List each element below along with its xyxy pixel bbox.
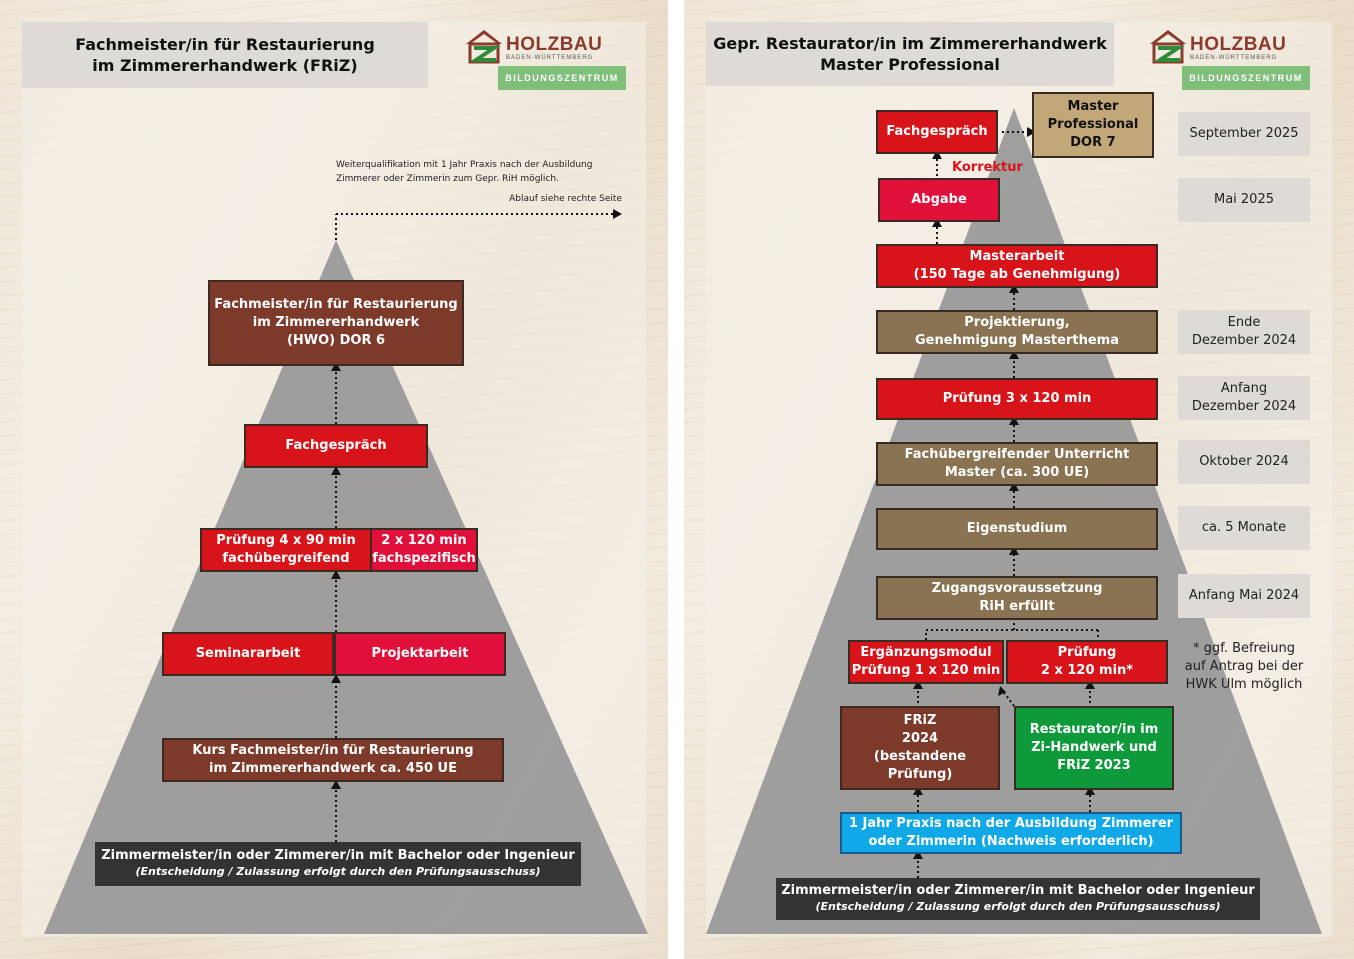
logo-house-icon xyxy=(466,30,502,64)
left-pyramid xyxy=(44,240,648,934)
date-anfang-dezember-2024: Anfang Dezember 2024 xyxy=(1178,376,1310,420)
date-september-2025: September 2025 xyxy=(1178,112,1310,156)
logo-band: BILDUNGSZENTRUM xyxy=(498,66,626,90)
date-ende-dezember-2024: Ende Dezember 2024 xyxy=(1178,310,1310,354)
logo-sub: BADEN-WÜRTTEMBERG xyxy=(1190,55,1278,61)
box-eigenstudium: Eigenstudium xyxy=(876,508,1158,550)
box-pruefung-fachspezifisch: 2 x 120 min fachspezifisch xyxy=(370,528,478,572)
box-kurs-fachmeister: Kurs Fachmeister/in für Restaurierung im… xyxy=(162,738,504,782)
panel-divider xyxy=(668,0,684,959)
date-ca-5-monate: ca. 5 Monate xyxy=(1178,506,1310,550)
right-panel: Gepr. Restaurator/in im Zimmererhandwerk… xyxy=(684,0,1354,959)
korrektur-label: Korrektur xyxy=(952,160,1023,175)
box-masterarbeit: Masterarbeit (150 Tage ab Genehmigung) xyxy=(876,244,1158,288)
logo-band: BILDUNGSZENTRUM xyxy=(1182,66,1310,90)
box-pruefung-fachuebergreifend: Prüfung 4 x 90 min fachübergreifend xyxy=(200,528,372,572)
logo-word: HOLZBAU xyxy=(506,34,603,55)
left-title: Fachmeister/in für Restaurierung im Zimm… xyxy=(22,22,428,88)
base-left-sub: (Entscheidung / Zulassung erfolgt durch … xyxy=(135,865,541,878)
box-friz-2024: FRiZ 2024 (bestandene Prüfung) xyxy=(840,706,1000,790)
left-note-line-3: Ablauf siehe rechte Seite xyxy=(509,194,622,204)
left-note-line-1: Weiterqualifikation mit 1 Jahr Praxis na… xyxy=(336,160,593,170)
base-right-sub: (Entscheidung / Zulassung erfolgt durch … xyxy=(815,900,1221,913)
logo-sub: BADEN-WÜRTTEMBERG xyxy=(506,55,594,61)
date-anfang-mai-2024: Anfang Mai 2024 xyxy=(1178,574,1310,618)
box-restaurator-friz-2023: Restaurator/in im Zi-Handwerk und FRiZ 2… xyxy=(1014,706,1174,790)
box-projektierung: Projektierung, Genehmigung Masterthema xyxy=(876,310,1158,354)
box-praxis: 1 Jahr Praxis nach der Ausbildung Zimmer… xyxy=(840,812,1182,854)
right-logo: HOLZBAU BADEN-WÜRTTEMBERG BILDUNGSZENTRU… xyxy=(1146,26,1316,96)
left-note-line-2: Zimmerer oder Zimmerin zum Gepr. RiH mög… xyxy=(336,174,559,184)
base-left-main: Zimmermeister/in oder Zimmerer/in mit Ba… xyxy=(101,848,575,863)
logo-house-icon xyxy=(1150,30,1186,64)
box-abgabe: Abgabe xyxy=(878,178,1000,222)
box-fachgespraech-left: Fachgespräch xyxy=(244,424,428,468)
box-fachgespraech-right: Fachgespräch xyxy=(876,110,998,154)
box-seminararbeit: Seminararbeit xyxy=(162,632,334,676)
date-mai-2025: Mai 2025 xyxy=(1178,178,1310,222)
left-panel: Fachmeister/in für Restaurierung im Zimm… xyxy=(0,0,668,959)
box-pruefung-3x120: Prüfung 3 x 120 min xyxy=(876,378,1158,420)
box-zugangsvoraussetzung: Zugangsvoraussetzung RiH erfüllt xyxy=(876,576,1158,620)
left-logo: HOLZBAU BADEN-WÜRTTEMBERG BILDUNGSZENTRU… xyxy=(462,26,632,96)
box-ergaenzungsmodul: Ergänzungsmodul Prüfung 1 x 120 min xyxy=(848,640,1004,684)
base-right-main: Zimmermeister/in oder Zimmerer/in mit Ba… xyxy=(781,883,1255,898)
box-projektarbeit: Projektarbeit xyxy=(334,632,506,676)
date-oktober-2024: Oktober 2024 xyxy=(1178,440,1310,484)
box-pruefung-2x120: Prüfung 2 x 120 min* xyxy=(1006,640,1168,684)
box-fachmeister-dor6: Fachmeister/in für Restaurierung im Zimm… xyxy=(208,280,464,366)
box-unterricht: Fachübergreifender Unterricht Master (ca… xyxy=(876,442,1158,486)
footnote-befreiung: * ggf. Befreiung auf Antrag bei der HWK … xyxy=(1184,641,1304,692)
box-master-professional: Master Professional DOR 7 xyxy=(1032,92,1154,158)
logo-word: HOLZBAU xyxy=(1190,34,1287,55)
box-base-left: Zimmermeister/in oder Zimmerer/in mit Ba… xyxy=(95,842,581,886)
box-base-right: Zimmermeister/in oder Zimmerer/in mit Ba… xyxy=(776,878,1260,920)
right-title: Gepr. Restaurator/in im Zimmererhandwerk… xyxy=(706,22,1114,86)
left-note: Weiterqualifikation mit 1 Jahr Praxis na… xyxy=(336,158,636,186)
